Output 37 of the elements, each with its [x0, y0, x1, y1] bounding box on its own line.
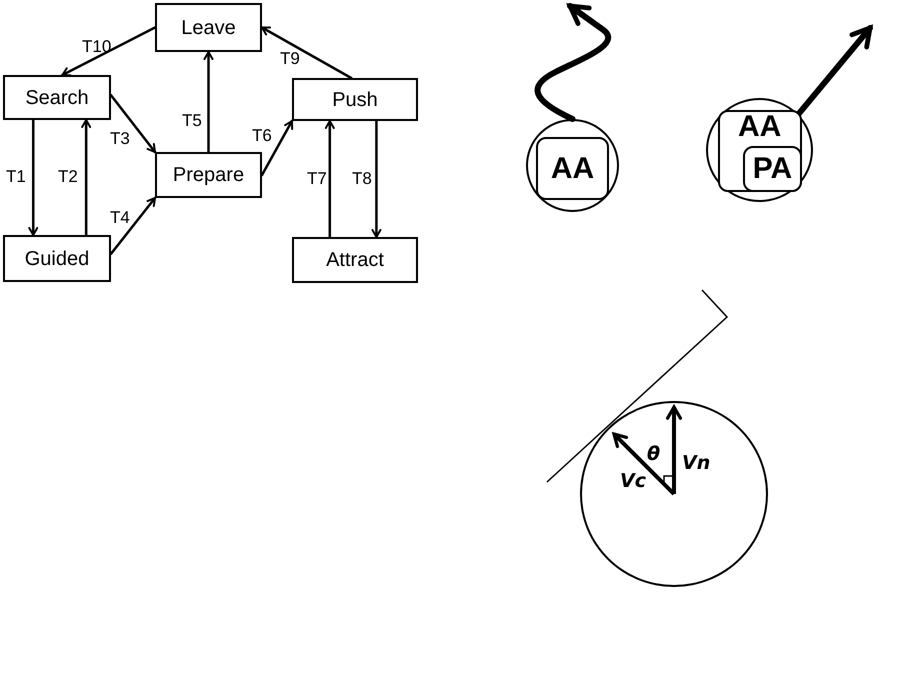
vector-label: θ [647, 443, 660, 465]
vector-label: Vc [620, 470, 646, 492]
edge-label: T9 [280, 50, 300, 67]
state-box: Attract [292, 237, 418, 283]
arrow [260, 120, 294, 176]
arrow [204, 50, 214, 154]
edge-label: T4 [110, 209, 130, 226]
circle-shape [580, 401, 768, 587]
edge-label: T6 [252, 127, 272, 144]
arrow [371, 120, 382, 238]
vector-label: Vn [682, 452, 710, 474]
state-box: Push [292, 78, 418, 121]
circle-shape [526, 119, 619, 212]
motion-arrow [534, 3, 612, 122]
edge-label: T2 [58, 168, 78, 185]
box-label: AA [738, 112, 782, 142]
edge-label: T1 [6, 168, 26, 185]
arrow [324, 120, 335, 238]
arrow [110, 94, 156, 154]
rounded-box: AA [536, 137, 609, 200]
rounded-box [718, 110, 802, 192]
motion-arrow [795, 25, 873, 118]
rounded-box: PA [743, 146, 802, 192]
state-box: Leave [155, 3, 262, 52]
state-box: Guided [3, 235, 111, 282]
arrow [260, 26, 352, 80]
arrow [61, 26, 156, 76]
edge-label: T8 [352, 170, 372, 187]
circle-shape [706, 98, 813, 202]
state-box: Search [3, 75, 111, 120]
arrow [110, 196, 156, 256]
arrow [28, 118, 38, 236]
edge-label: T5 [182, 112, 202, 129]
edge-label: T3 [110, 130, 130, 147]
state-box: Prepare [155, 152, 262, 198]
arrow [81, 118, 92, 236]
edge-label: T7 [307, 170, 327, 187]
